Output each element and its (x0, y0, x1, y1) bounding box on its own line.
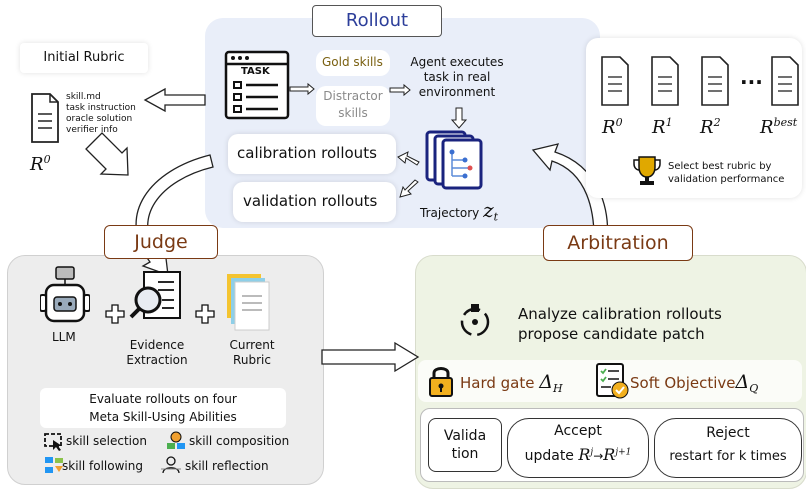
llm-label: LLM (52, 330, 76, 344)
current-rubric-label: Current Rubric (229, 338, 275, 367)
ability-skill-composition: skill composition (189, 434, 290, 448)
arbitration-title: Arbitration (543, 225, 693, 261)
initial-rubric-box: Initial Rubric (20, 43, 148, 73)
validation-box: Valida tion (428, 418, 502, 472)
skill-selection-icon (44, 433, 64, 455)
soft-objective-label: Soft ObjectiveΔQ (630, 371, 759, 395)
select-best-caption: Select best rubric by validation perform… (668, 161, 785, 185)
rubric-label-0: R0 (602, 116, 623, 138)
ability-skill-reflection: skill reflection (185, 459, 269, 473)
trajectory-label: Trajectory zt (420, 198, 499, 224)
analyze-text: Analyze calibration rollouts propose can… (518, 305, 722, 343)
hard-gate-label: Hard gate ΔH (460, 371, 563, 395)
validation-rollouts-box: validation rollouts (233, 182, 396, 222)
skill-reflection-icon (160, 455, 182, 479)
rubric-chain-docs (600, 55, 800, 111)
rubric-label-1: R1 (652, 116, 673, 138)
checklist-icon (595, 362, 629, 404)
task-label: TASK (241, 66, 270, 77)
rubric-label-best: Rbest (760, 116, 798, 138)
trophy-icon (632, 155, 662, 191)
current-rubric-icon (225, 272, 271, 338)
trajectory-icon (423, 130, 489, 190)
ability-skill-selection: skill selection (66, 434, 147, 448)
rubric-chain-dots: ··· (740, 70, 763, 94)
skill-composition-icon (165, 431, 187, 455)
hollow-arrow-left (143, 87, 206, 113)
task-window-icon (224, 50, 290, 120)
ability-skill-following: skill following (62, 459, 143, 473)
evidence-extraction-label: Evidence Extraction (126, 338, 188, 367)
rubric-label-2: R2 (700, 116, 721, 138)
lock-icon (428, 364, 454, 402)
plus-icon (105, 304, 125, 328)
calibration-rollouts-box: calibration rollouts (228, 134, 396, 174)
skill-following-icon (44, 456, 64, 480)
initial-rubric-items: skill.md task instruction oracle solutio… (66, 92, 136, 135)
cycle-icon (456, 303, 494, 345)
rollout-title: Rollout (312, 5, 442, 37)
hollow-arrow-down-right (85, 132, 129, 176)
distractor-skills-box: Distractor skills (316, 86, 390, 126)
evidence-search-icon (128, 270, 188, 336)
hollow-arrow-right (321, 341, 420, 373)
robot-icon (39, 265, 91, 329)
evaluate-box: Evaluate rollouts on four Meta Skill-Usi… (40, 388, 286, 428)
plus-icon-2 (195, 304, 215, 328)
rubric-document-icon (30, 92, 60, 148)
r0-label: R0 (30, 153, 51, 175)
accept-box: Accept update Rj→Rj+1 (507, 418, 649, 478)
gold-skills-box: Gold skills (316, 50, 390, 76)
judge-title: Judge (104, 225, 218, 259)
reject-box: Reject restart for k times (654, 418, 802, 478)
agent-executes-text: Agent executes task in real environment (410, 55, 504, 99)
